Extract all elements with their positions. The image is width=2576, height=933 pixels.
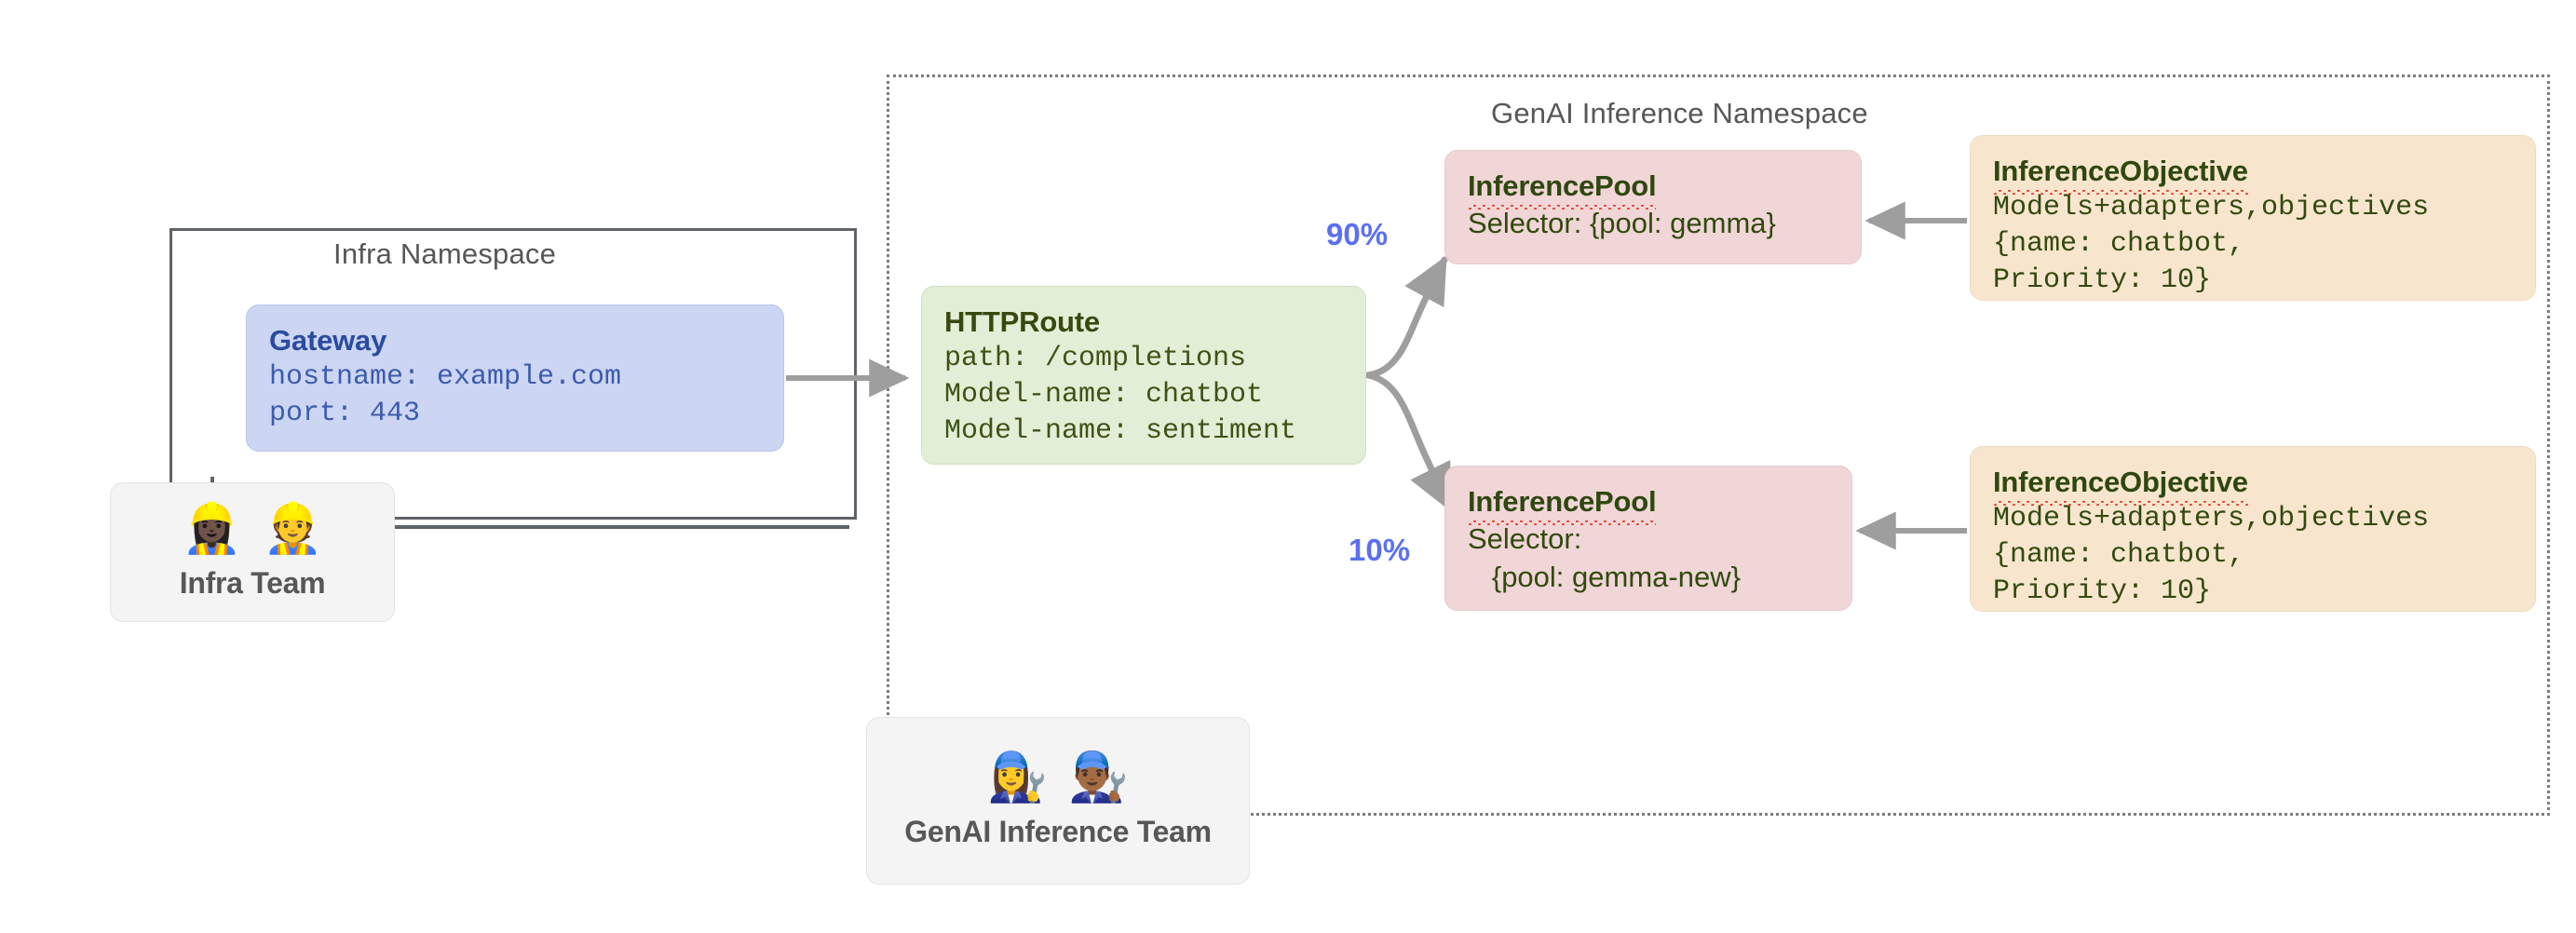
inferenceobjective-2-line-2: {name: chatbot, [1993,539,2245,572]
inferenceobjective-1-title: InferenceObjective [1993,153,2248,196]
inferencepool-gemma-title: InferencePool [1468,168,1657,210]
genai-team-card[interactable]: 👩‍🔧 👨🏾‍🔧 GenAI Inference Team [866,717,1250,885]
genai-team-avatars: 👩‍🔧 👨🏾‍🔧 [987,753,1129,802]
inferenceobjective-1-line-3: Priority: 10} [1993,264,2212,297]
inferenceobjective-1-node[interactable]: InferenceObjective Models+adapters,objec… [1970,135,2536,301]
gateway-hostname: hostname: example.com [269,361,622,394]
httproute-model-name-chatbot: Model-name: chatbot [944,379,1264,412]
gateway-title: Gateway [269,324,387,357]
infra-team-label: Infra Team [179,565,326,600]
genai-namespace-frame [887,74,2550,816]
inferencepool-gemma-new-node[interactable]: InferencePool Selector: {pool: gemma-new… [1444,466,1852,611]
inferenceobjective-1-line-2: {name: chatbot, [1993,228,2245,261]
infra-team-avatars: 👷🏿‍♀️ 👷 [182,505,323,553]
genai-namespace-label: GenAI Inference Namespace [1491,97,1868,129]
httproute-node[interactable]: HTTPRoute path: /completions Model-name:… [921,286,1366,465]
httproute-path: path: /completions [944,343,1247,375]
inferencepool-gemma-new-title: InferencePool [1468,483,1657,526]
inferenceobjective-2-node[interactable]: InferenceObjective Models+adapters,objec… [1970,446,2536,612]
mechanic-woman-icon: 👩‍🔧 [987,749,1048,805]
inferenceobjective-2-title: InferenceObjective [1993,464,2248,507]
httproute-model-name-sentiment: Model-name: sentiment [944,415,1297,448]
inferenceobjective-2-line-1: Models+adapters,objectives [1993,503,2430,535]
inferencepool-gemma-new-selector-label: Selector: [1468,522,1582,556]
inferenceobjective-1-line-1: Models+adapters,objectives [1993,192,2430,224]
infra-namespace-label: Infra Namespace [333,237,557,270]
httproute-title: HTTPRoute [944,305,1100,338]
inferencepool-gemma-selector: Selector: {pool: gemma} [1468,207,1776,240]
traffic-split-10-label: 10% [1349,533,1411,567]
gateway-node[interactable]: Gateway hostname: example.com port: 443 [246,304,784,452]
inferenceobjective-2-line-3: Priority: 10} [1993,575,2212,608]
gateway-port: port: 443 [269,398,421,430]
inferencepool-gemma-node[interactable]: InferencePool Selector: {pool: gemma} [1444,150,1862,264]
mechanic-man-icon: 👨🏾‍🔧 [1068,749,1129,805]
genai-team-label: GenAI Inference Team [904,814,1212,848]
infra-team-card[interactable]: 👷🏿‍♀️ 👷 Infra Team [110,482,395,622]
construction-worker-woman-icon: 👷🏿‍♀️ [182,500,242,557]
construction-worker-icon: 👷 [263,500,323,557]
inferencepool-gemma-new-selector-value: {pool: gemma-new} [1468,560,1741,593]
traffic-split-90-label: 90% [1326,217,1389,251]
